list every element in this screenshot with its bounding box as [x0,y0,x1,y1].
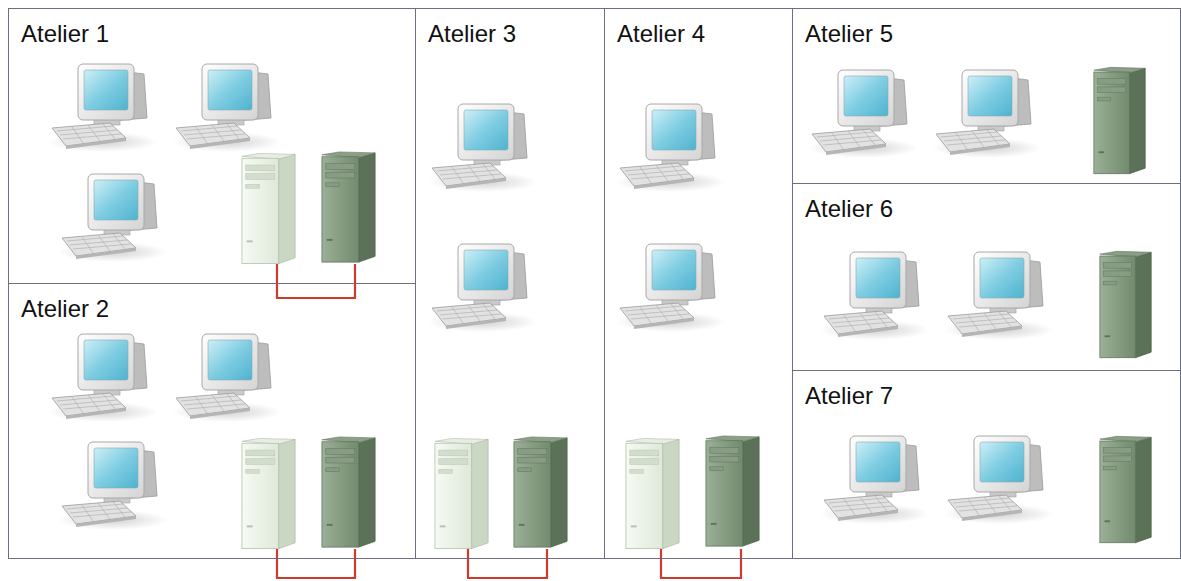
computer [820,252,930,340]
computer [808,70,918,158]
workshop-area: Atelier 1 [8,8,416,284]
workshop-area: Atelier 2 [8,283,416,559]
server-tower [242,438,295,548]
computer [944,436,1054,524]
server-tower [514,437,567,547]
area-label: Atelier 1 [21,21,109,47]
workshop-area: Atelier 7 [792,370,1181,559]
workshop-area: Atelier 6 [792,183,1181,371]
server-tower [626,438,679,548]
server-tower [242,153,295,263]
area-label: Atelier 5 [805,21,893,47]
workshop-area: Atelier 4 [604,8,793,559]
server-tower [1094,67,1145,173]
area-label: Atelier 4 [617,21,705,47]
cable [277,549,355,578]
workshop-area: Atelier 3 [415,8,605,559]
area-label: Atelier 3 [428,21,516,47]
server-tower [435,438,488,548]
computer [932,70,1042,158]
computer [428,104,538,192]
area-label: Atelier 2 [21,296,109,322]
area-label: Atelier 6 [805,196,893,222]
server-tower [1100,251,1151,357]
area-label: Atelier 7 [805,383,893,409]
computer [616,104,726,192]
computer [820,436,930,524]
cable [277,264,355,298]
workshop-area: Atelier 5 [792,8,1181,184]
server-tower [322,437,375,547]
computer [172,64,282,152]
computer [58,174,168,262]
computer [944,252,1054,340]
server-tower [706,436,759,546]
server-tower [1100,436,1151,542]
server-tower [322,152,375,262]
cable [468,549,547,578]
computer [428,244,538,332]
computer [172,334,282,422]
computer [48,64,158,152]
computer [616,244,726,332]
computer [58,442,168,530]
computer [48,334,158,422]
cable [661,549,741,578]
